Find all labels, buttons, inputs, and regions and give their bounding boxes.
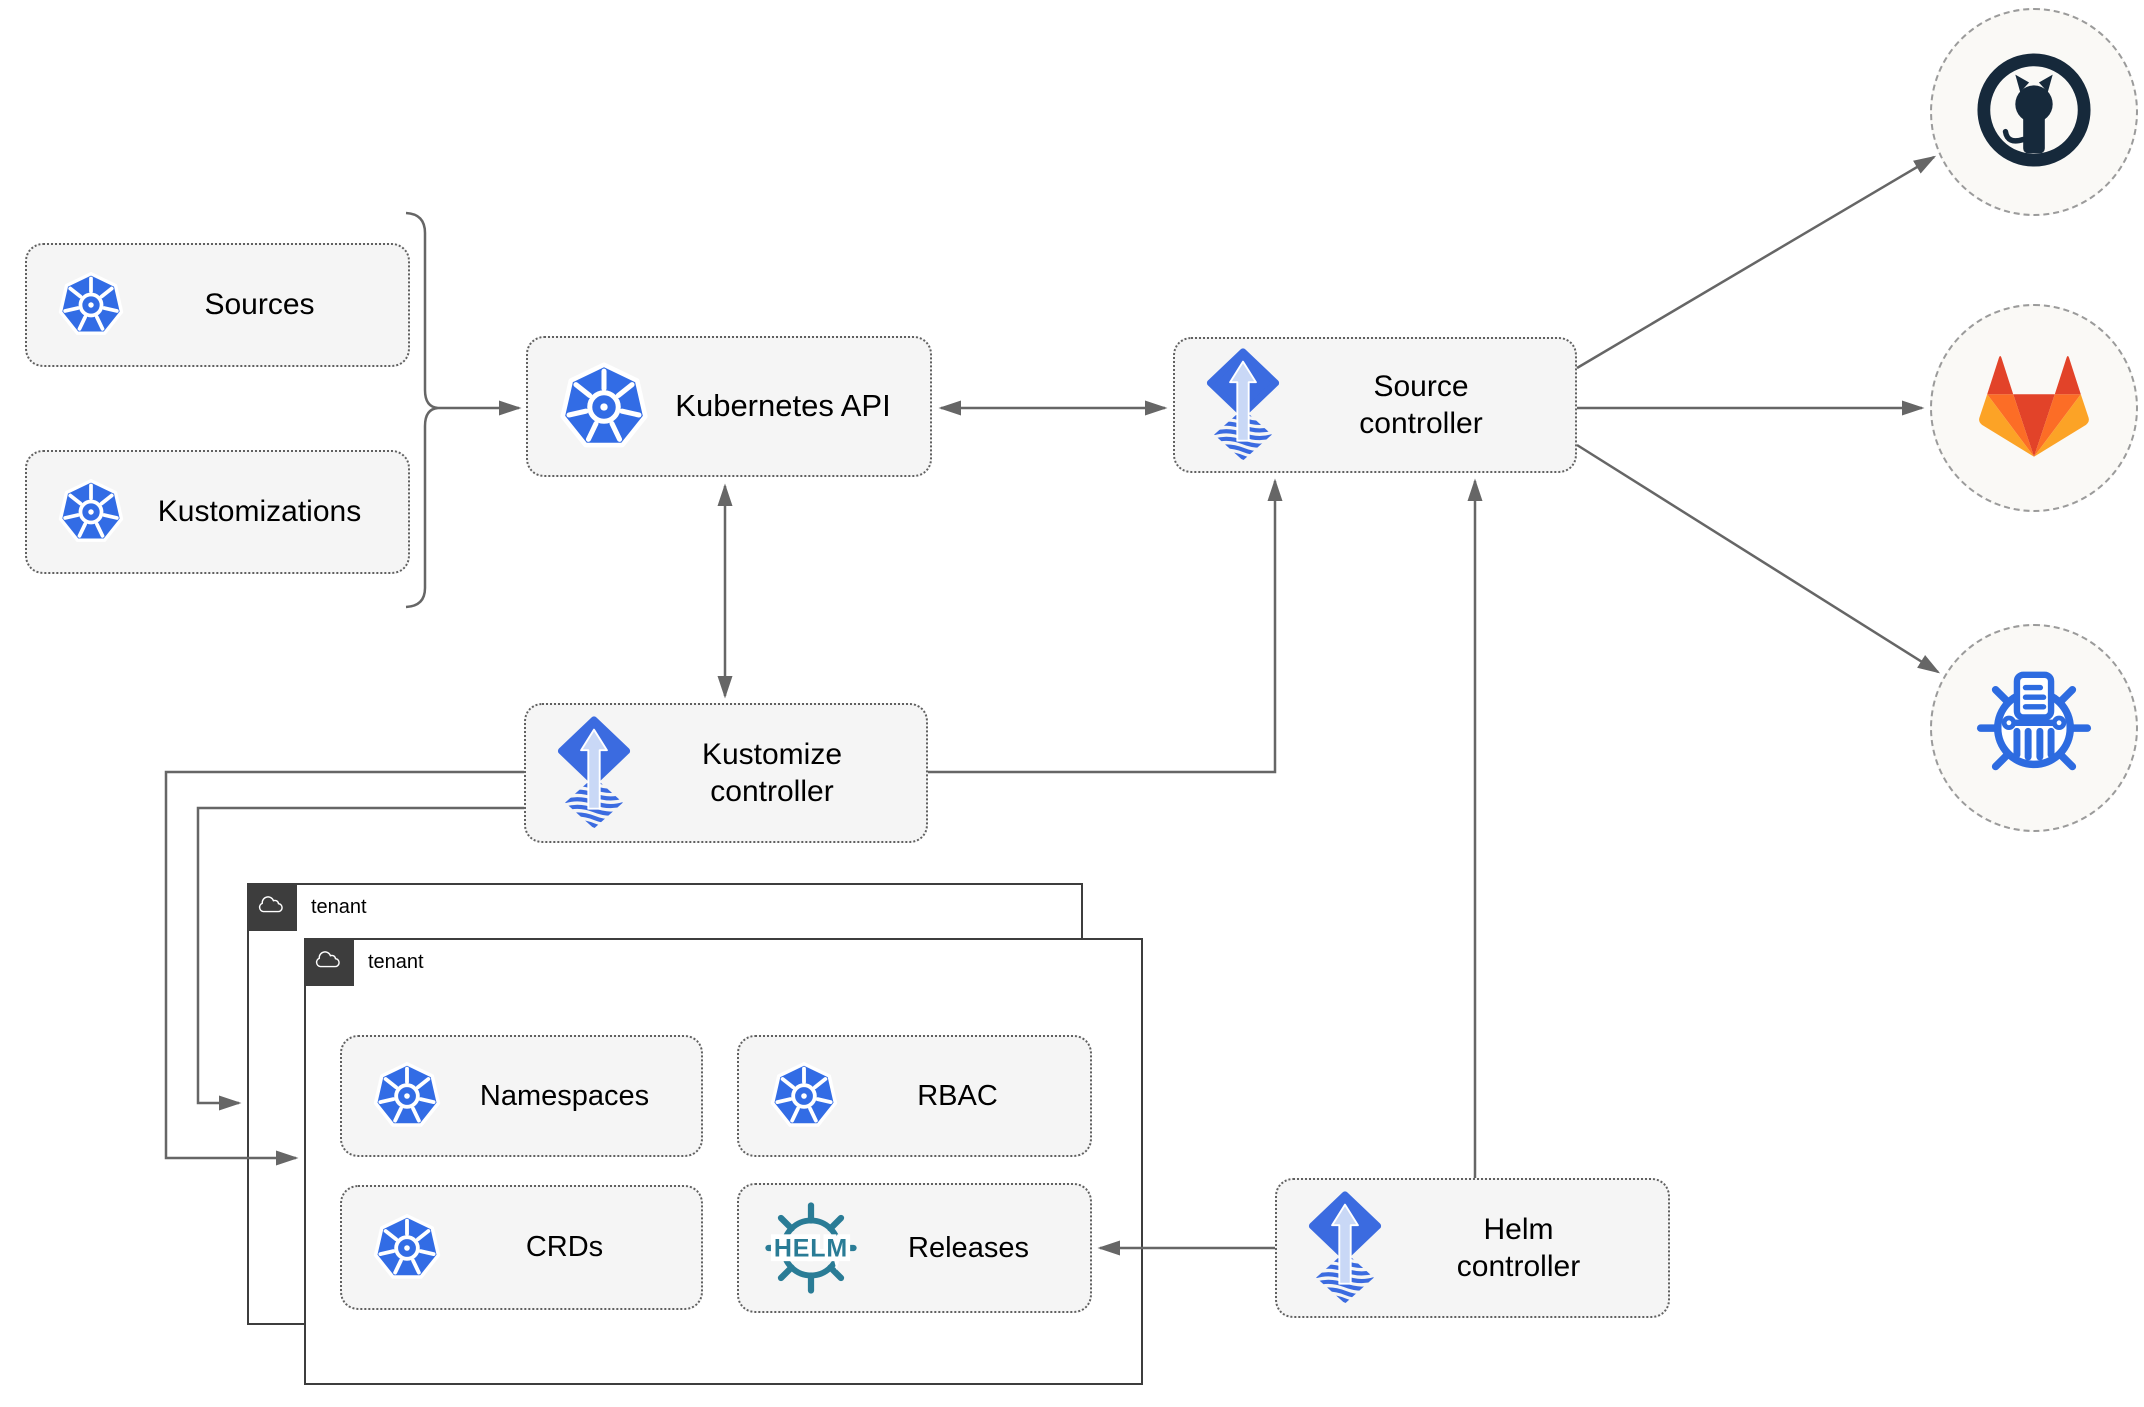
flux-icon xyxy=(1205,348,1281,462)
tenant-header xyxy=(246,882,297,931)
arrow-kustomize-to-source-controller xyxy=(928,478,1283,774)
tenant-box-front[interactable]: tenant xyxy=(303,937,1143,1385)
node-label: RBAC xyxy=(917,1079,998,1112)
flux-icon xyxy=(556,716,632,830)
node-label: Helm controller xyxy=(1456,1212,1581,1284)
chartmuseum-node[interactable] xyxy=(1930,624,2138,832)
cloud-icon xyxy=(254,891,290,922)
node-namespaces[interactable]: Namespaces xyxy=(340,1035,703,1157)
arrow-source-controller-to-chartmuseum xyxy=(1576,443,1941,674)
node-source-controller[interactable]: Source controller xyxy=(1173,337,1577,473)
node-kustomizations[interactable]: Kustomizations xyxy=(25,450,410,574)
tenant-label: tenant xyxy=(311,896,367,918)
tenant-label: tenant xyxy=(368,951,424,973)
node-helm-controller[interactable]: Helm controller xyxy=(1275,1178,1670,1318)
kubernetes-icon xyxy=(57,271,125,339)
kubernetes-icon xyxy=(558,361,650,453)
kubernetes-icon xyxy=(57,478,125,546)
github-icon xyxy=(1975,51,2093,174)
node-sources[interactable]: Sources xyxy=(25,243,410,367)
gitlab-icon xyxy=(1969,341,2099,476)
node-label: Releases xyxy=(908,1231,1029,1264)
node-crds[interactable]: CRDs xyxy=(340,1185,703,1310)
node-rbac[interactable]: RBAC xyxy=(737,1035,1092,1157)
kubernetes-icon xyxy=(372,1213,442,1283)
tenant-header xyxy=(303,937,354,986)
flux-icon xyxy=(1307,1191,1383,1305)
node-label: Namespaces xyxy=(479,1079,650,1112)
node-kubernetes-api[interactable]: Kubernetes API xyxy=(526,336,932,477)
node-label: Kustomizations xyxy=(157,495,362,529)
kubernetes-icon xyxy=(372,1061,442,1131)
node-label: Sources xyxy=(204,288,315,322)
group-brace xyxy=(405,211,439,609)
node-label: Kustomize controller xyxy=(701,737,843,809)
node-label: Kubernetes API xyxy=(675,388,891,424)
kubernetes-icon xyxy=(769,1061,839,1131)
chartmuseum-icon xyxy=(1970,662,2098,795)
cloud-icon xyxy=(311,946,347,977)
github-node[interactable] xyxy=(1930,8,2138,216)
node-releases[interactable]: Releases xyxy=(737,1183,1092,1313)
gitlab-node[interactable] xyxy=(1930,304,2138,512)
arrow-source-controller-to-github xyxy=(1576,155,1937,370)
node-kustomize-controller[interactable]: Kustomize controller xyxy=(524,703,928,843)
node-label: Source controller xyxy=(1359,369,1483,441)
node-label: CRDs xyxy=(525,1231,604,1264)
helm-icon xyxy=(761,1198,861,1298)
